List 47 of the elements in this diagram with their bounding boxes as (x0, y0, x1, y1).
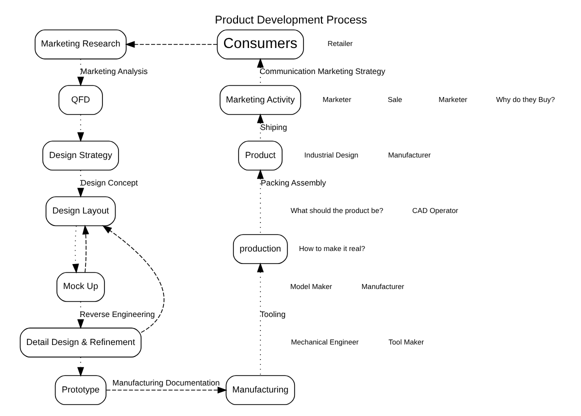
label: Manufacturer (361, 282, 404, 291)
node-box: Design Strategy (42, 140, 118, 171)
label: Mechanical Engineer (290, 337, 358, 346)
node-box: Consumers (216, 30, 304, 60)
arrow (106, 386, 227, 394)
label: CAD Operator (412, 206, 458, 215)
arrow (102, 225, 164, 333)
edge-label: Tooling (260, 310, 286, 319)
node-box: Detail Design & Refinement (19, 328, 141, 358)
node-box: Mock Up (56, 272, 104, 302)
arrow (76, 114, 84, 142)
label: Marketer (322, 94, 351, 104)
arrow (72, 226, 78, 274)
node-box: production (232, 234, 288, 264)
label: What should the product be? (290, 206, 383, 215)
arrow (76, 58, 84, 86)
edge-label: Manufacturing Documentation (112, 378, 220, 388)
edge-label: Marketing Analysis (80, 67, 148, 76)
arrow (256, 169, 264, 235)
arrow (256, 262, 264, 376)
label: Industrial Design (304, 150, 358, 160)
edge-label: Reverse Engineering (79, 310, 154, 319)
node-box: Manufacturing (225, 375, 295, 406)
arrow (256, 114, 264, 142)
edge-label: Shiping (260, 122, 287, 132)
arrow (76, 356, 84, 377)
node-box: Prototype (54, 375, 106, 406)
edge-label: Design Concept (80, 178, 138, 188)
label: Marketer (438, 94, 467, 104)
label: How to make it real? (298, 244, 365, 253)
label: Tool Maker (388, 337, 424, 346)
label: Why do they Buy? (496, 94, 554, 104)
arrow (76, 170, 84, 198)
label: Manufacturer (388, 150, 430, 160)
arrow (82, 224, 89, 273)
node-box: Product (238, 140, 282, 171)
label: Model Maker (290, 282, 332, 291)
node-box: Design Layout (45, 196, 116, 226)
label: Sale (387, 94, 402, 104)
node-box: QFD (58, 85, 102, 115)
node-box: Marketing Activity (219, 85, 301, 115)
label: Retailer (327, 39, 352, 48)
edge-label: Packing Assembly (260, 178, 326, 188)
arrow (124, 41, 218, 48)
diagram-title: Product Development Process (214, 14, 367, 27)
node-box: Marketing Research (34, 30, 126, 60)
edge-label: Communication Marketing Strategy (259, 67, 385, 76)
